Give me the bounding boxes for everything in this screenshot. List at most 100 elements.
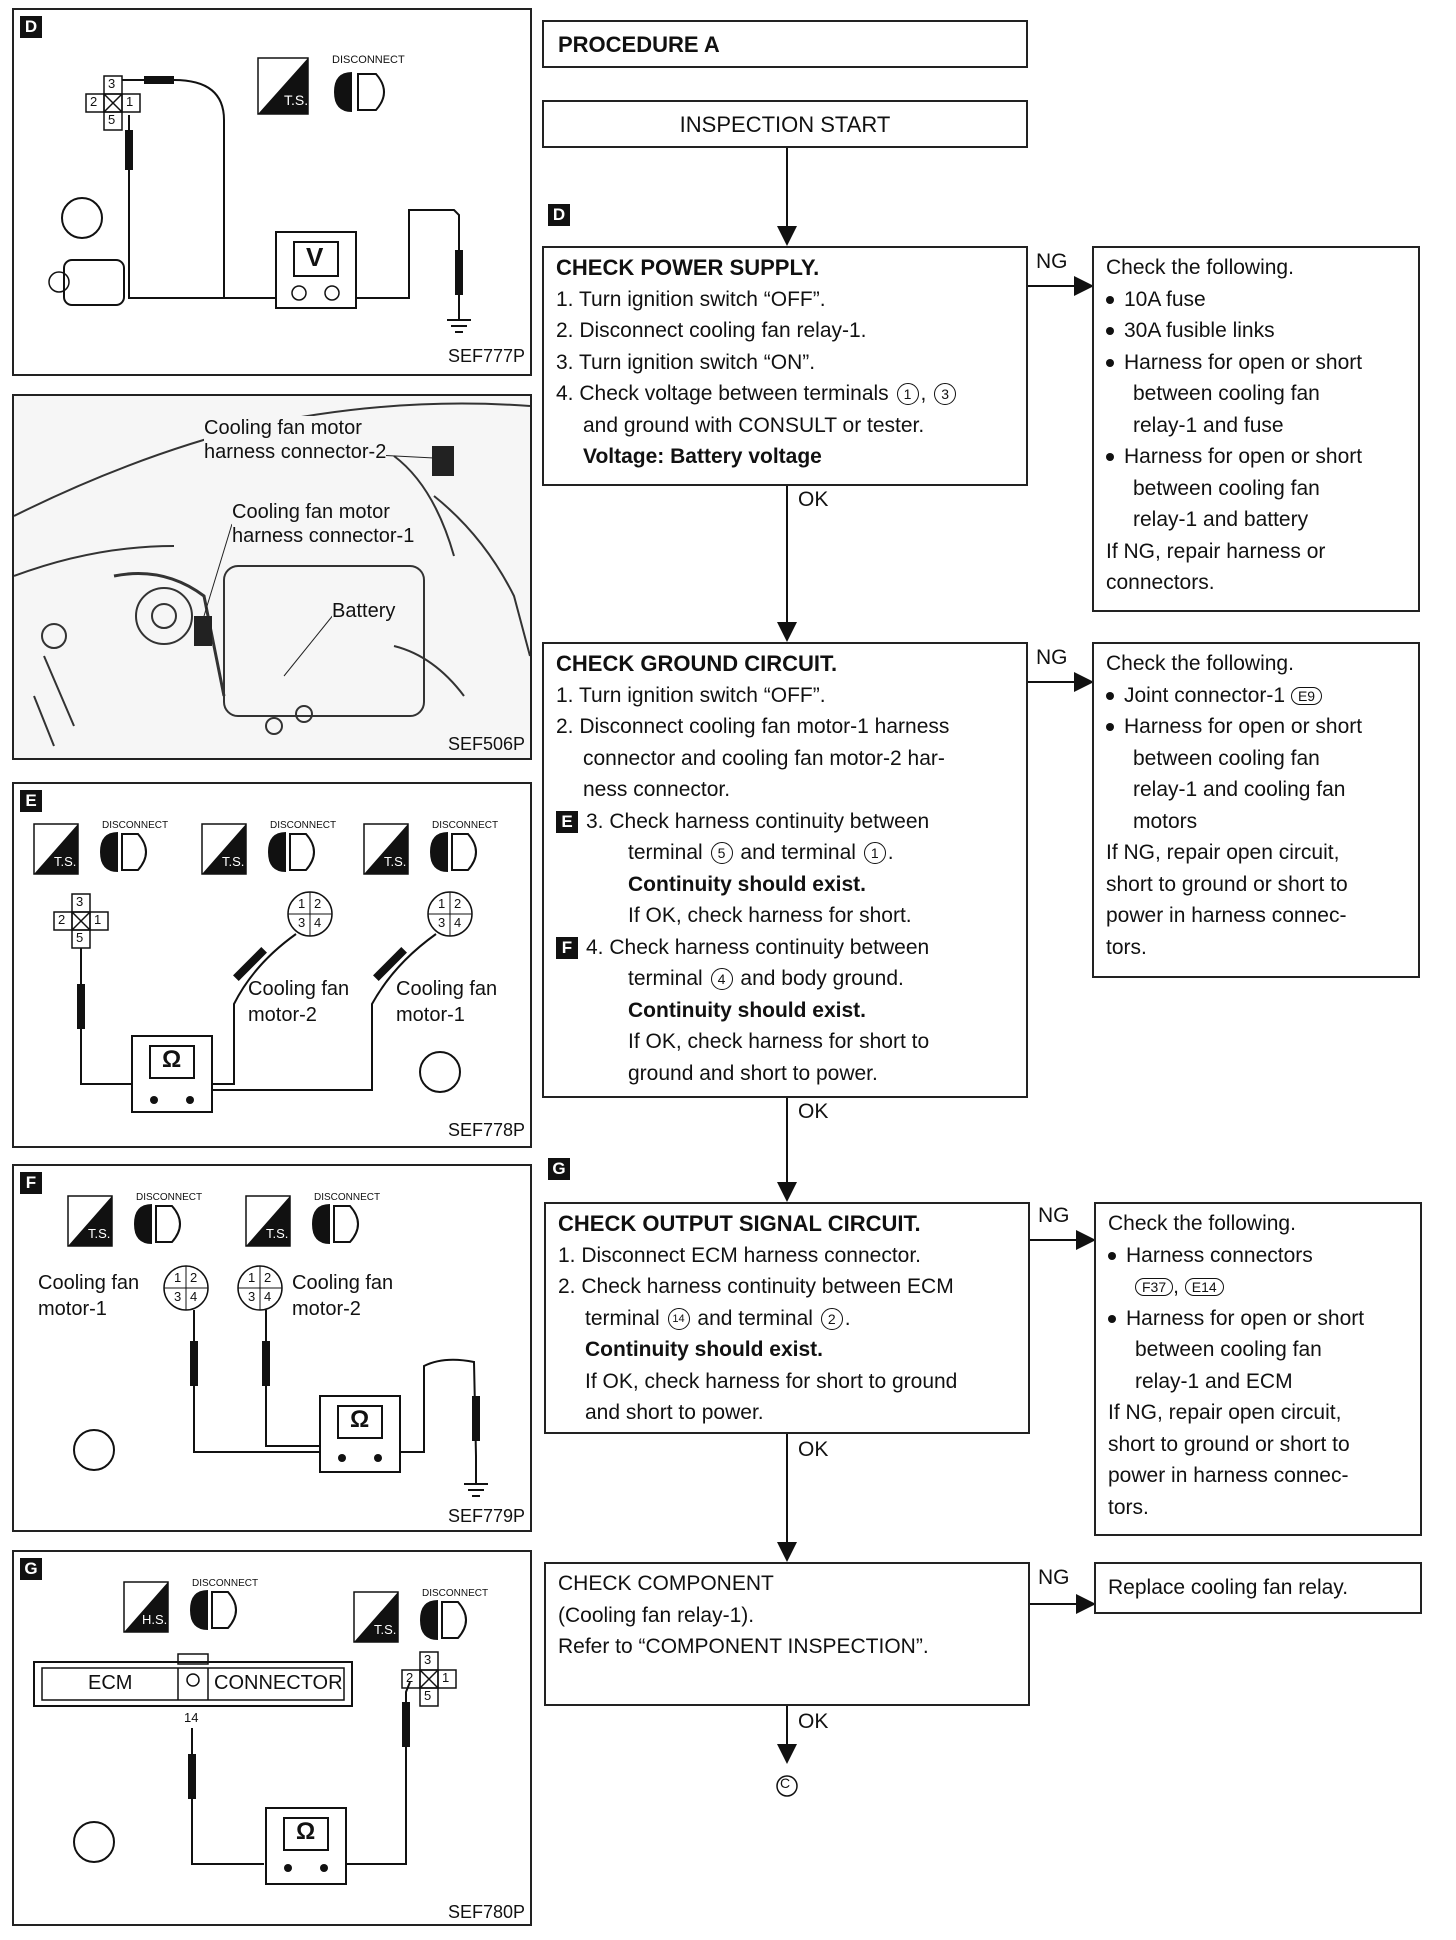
inspection-start-label: INSPECTION START <box>679 112 891 137</box>
step2-line3b: terminal 5 and terminal 1. <box>628 841 894 865</box>
panel-e-m2-pin-2: 2 <box>314 896 322 911</box>
panel-e-ts-1: T.S. <box>54 854 77 869</box>
ok-label-1: OK <box>798 488 829 511</box>
panel-g-tag: G <box>20 1558 42 1580</box>
panel-e-disconnect-1: DISCONNECT <box>102 820 169 831</box>
panel-d-voltage-check: D 3 2 1 5 <box>12 8 532 376</box>
step3-line2: 2. Check harness continuity between ECM <box>558 1275 954 1298</box>
terminal-5-marker: 5 <box>710 842 733 865</box>
terminal-1b-marker: 1 <box>863 842 886 865</box>
step2-line2b: connector and cooling fan motor-2 har- <box>583 746 945 770</box>
panel-d-ts-label: T.S. <box>284 92 309 108</box>
ng3-item-1: Harness connectors <box>1108 1240 1364 1272</box>
panel-g-ecm-pin: 14 <box>184 1710 199 1725</box>
panel-e-m1-pin-1: 1 <box>438 896 446 911</box>
panel-e-tag: E <box>20 790 42 812</box>
ng-box-power-supply: Check the following. 10A fuse 30A fusibl… <box>1092 246 1420 612</box>
panel-e-pin-5: 5 <box>76 930 84 945</box>
step2-spec1: Continuity should exist. <box>628 872 867 896</box>
ng3-codes: F37, E14 <box>1108 1271 1364 1303</box>
step3-line1: 1. Disconnect ECM harness connector. <box>558 1243 922 1267</box>
step1-title: CHECK POWER SUPPLY. <box>556 255 820 280</box>
ng1-tail-1: If NG, repair harness or <box>1106 539 1326 563</box>
step3-line5: If OK, check harness for short to ground <box>585 1369 958 1393</box>
panel-e-disconnect-2: DISCONNECT <box>270 820 337 831</box>
step4-line2: (Cooling fan relay-1). <box>558 1603 755 1627</box>
panel-f-code: SEF779P <box>448 1506 526 1526</box>
connector-code-e14: E14 <box>1184 1278 1224 1297</box>
step-check-output-signal: CHECK OUTPUT SIGNAL CIRCUIT. 1. Disconne… <box>544 1202 1030 1434</box>
step2-line2: 2. Disconnect cooling fan motor-1 harnes… <box>556 715 950 738</box>
panel-e-meter-symbol: Ω <box>162 1046 182 1073</box>
step2-line4e: ground and short to power. <box>628 1061 878 1085</box>
ok-label-3: OK <box>798 1438 829 1461</box>
panel-e-ground-check: E <box>12 782 532 1148</box>
panel-e-m1-pin-2: 2 <box>454 896 462 911</box>
step-check-ground-circuit: CHECK GROUND CIRCUIT. 1. Turn ignition s… <box>542 642 1028 1098</box>
ng1-item-1: 10A fuse <box>1106 284 1362 316</box>
panel-f-m2-pin-1: 1 <box>248 1270 256 1285</box>
panel-e-m1-pin-3: 3 <box>438 915 446 930</box>
step1-line1: 1. Turn ignition switch “OFF”. <box>556 287 826 311</box>
connector-code-f37: F37 <box>1135 1278 1174 1297</box>
ng3-tail-3: power in harness connec- <box>1108 1464 1349 1487</box>
step4-line1: CHECK COMPONENT <box>558 1572 774 1595</box>
terminal-3-marker: 3 <box>934 383 957 406</box>
ng3-tail-2: short to ground or short to <box>1108 1432 1350 1456</box>
panel-g-component-check: G H.S. DISCONNECT T.S. <box>12 1550 532 1926</box>
step-check-component: CHECK COMPONENT (Cooling fan relay-1). R… <box>544 1562 1030 1706</box>
step1-line2: 2. Disconnect cooling fan relay-1. <box>556 319 867 342</box>
ng-label-3: NG <box>1038 1204 1070 1227</box>
ok-label-2: OK <box>798 1100 829 1123</box>
ng-label-4: NG <box>1038 1566 1070 1589</box>
panel-e-ts-3: T.S. <box>384 854 407 869</box>
panel-e-wiring <box>33 823 477 1113</box>
panel-d-pin-2: 2 <box>90 94 98 109</box>
ng2-item-1: Joint connector-1 E9 <box>1106 680 1362 712</box>
photo-code: SEF506P <box>448 734 526 755</box>
step2-line1: 1. Turn ignition switch “OFF”. <box>556 683 826 707</box>
panel-g-code: SEF780P <box>448 1902 526 1922</box>
step3-line3: terminal 14 and terminal 2. <box>585 1306 851 1330</box>
step2-line2c: ness connector. <box>583 778 731 801</box>
panel-d-pin-1: 1 <box>126 94 134 109</box>
panel-e-m1-pin-4: 4 <box>454 915 462 930</box>
panel-g-wiring <box>33 1581 467 1885</box>
flow-tag-d: D <box>548 204 570 226</box>
ng1-item-4-line2: between cooling fan <box>1133 476 1320 500</box>
photo-label-connector1: Cooling fan motor harness connector-1 <box>232 500 415 548</box>
step2-line3d: If OK, check harness for short. <box>628 904 912 927</box>
ng3-title: Check the following. <box>1108 1212 1296 1235</box>
engine-bay-sketch <box>13 402 531 747</box>
panel-g-ts-label: T.S. <box>374 1622 397 1637</box>
ng2-tail-4: tors. <box>1106 935 1147 959</box>
panel-f-m1-pin-3: 3 <box>174 1289 182 1304</box>
panel-f-m2-pin-3: 3 <box>248 1289 256 1304</box>
panel-e-pin-1: 1 <box>94 912 102 927</box>
panel-f-wiring <box>67 1195 488 1497</box>
step-check-power-supply: CHECK POWER SUPPLY. 1. Turn ignition swi… <box>542 246 1028 486</box>
ng2-tail-2: short to ground or short to <box>1106 872 1348 896</box>
ng1-item-4-line3: relay-1 and battery <box>1133 508 1309 531</box>
panel-d-disconnect-label: DISCONNECT <box>332 54 405 66</box>
panel-g-meter-symbol: Ω <box>296 1818 316 1845</box>
ng2-title: Check the following. <box>1106 652 1294 675</box>
ng3-item-2-line3: relay-1 and ECM <box>1135 1369 1293 1393</box>
panel-g-disconnect-2: DISCONNECT <box>422 1588 489 1599</box>
ng3-tail-1: If NG, repair open circuit, <box>1108 1401 1342 1424</box>
panel-f-disconnect-2: DISCONNECT <box>314 1192 381 1203</box>
photo-label-connector2: Cooling fan motor harness connector-2 <box>204 416 387 464</box>
panel-g-connector-label: CONNECTOR <box>214 1672 343 1694</box>
panel-f-disconnect-1: DISCONNECT <box>136 1192 203 1203</box>
photo-label-battery: Battery <box>332 600 396 623</box>
step3-line6: and short to power. <box>585 1401 764 1424</box>
panel-e-pin-2: 2 <box>58 912 66 927</box>
ng-label-1: NG <box>1036 250 1068 273</box>
panel-f-m1-pin-2: 2 <box>190 1270 198 1285</box>
step3-title: CHECK OUTPUT SIGNAL CIRCUIT. <box>558 1211 921 1236</box>
ng1-title: Check the following. <box>1106 256 1294 279</box>
step2-line4d: If OK, check harness for short to <box>628 1030 930 1053</box>
